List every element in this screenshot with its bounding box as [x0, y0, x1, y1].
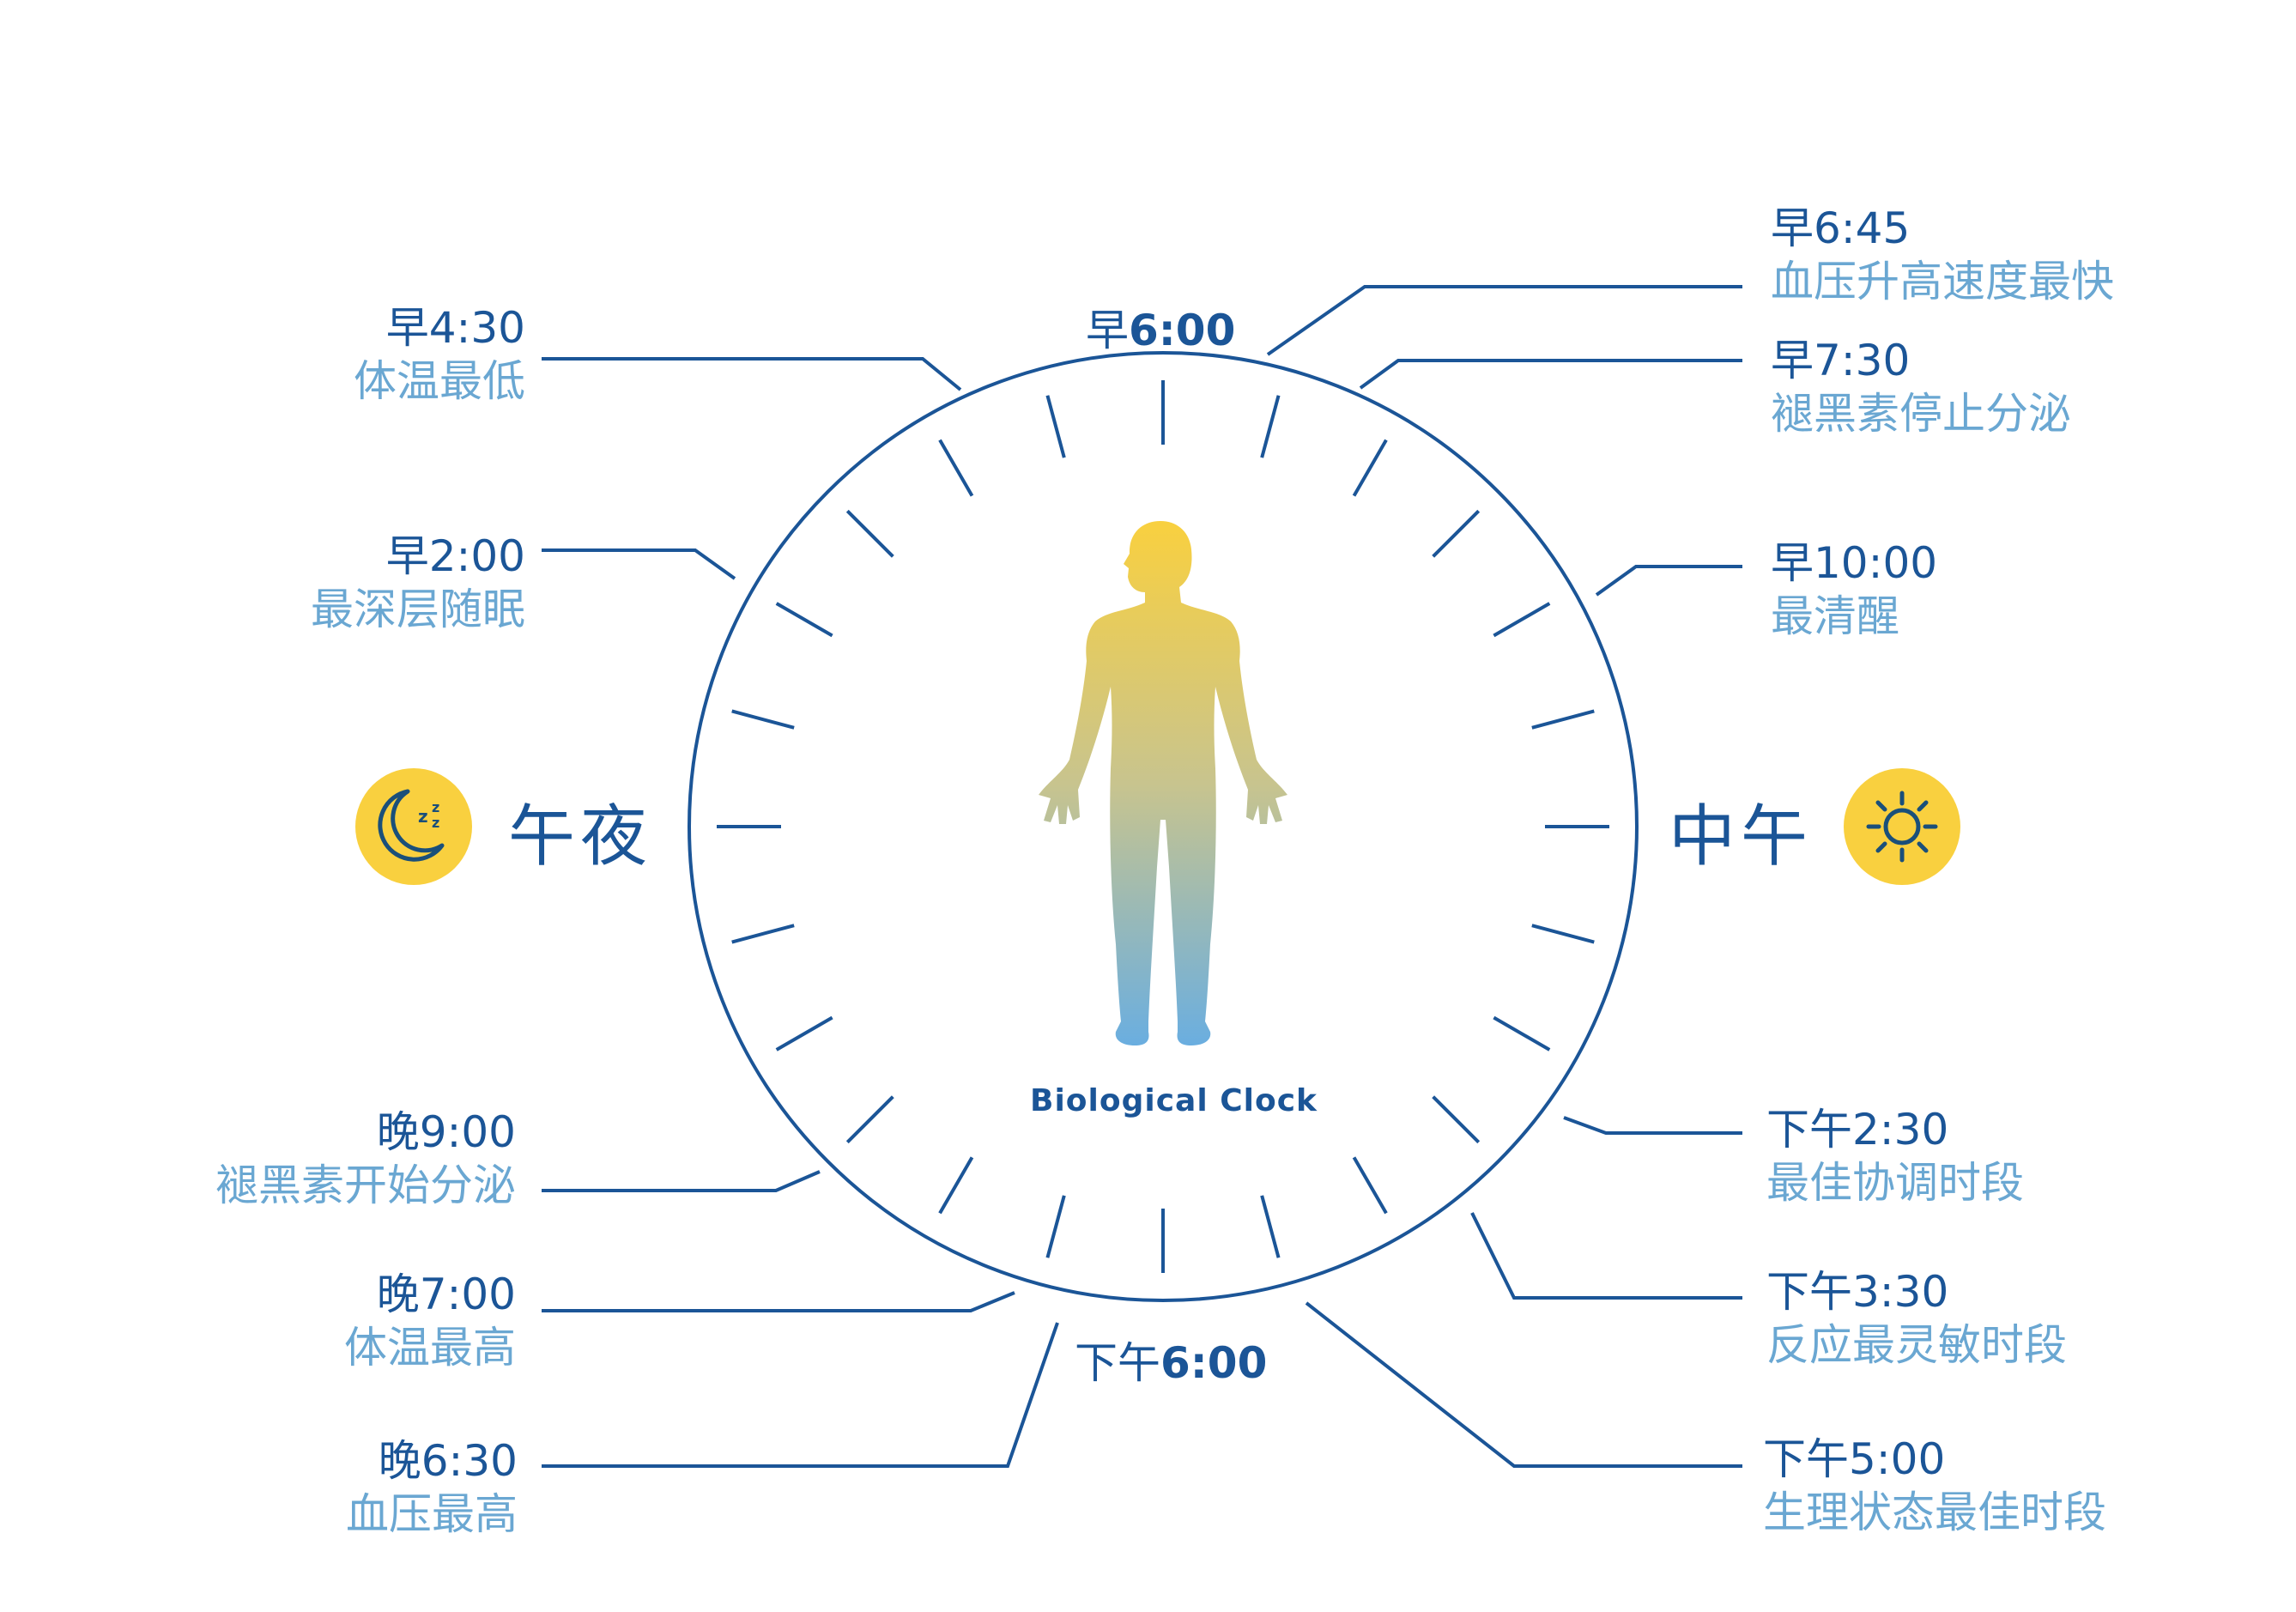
clock-tick	[1432, 509, 1481, 558]
event-right-3: 下午2:30 最佳协调时段	[1766, 1105, 2024, 1208]
moon-sleep-icon: z z z	[355, 768, 472, 885]
clock-tick	[775, 602, 833, 638]
event-time: 早2:00	[385, 531, 525, 581]
event-time: 晚9:00	[376, 1107, 516, 1157]
svg-text:z: z	[432, 815, 439, 831]
axis-bottom-prefix: 下午	[1075, 1338, 1160, 1388]
event-time: 早7:30	[1771, 336, 1911, 385]
clock-tick	[1531, 924, 1595, 944]
clock-tick	[1493, 1015, 1551, 1051]
event-time: 早6:45	[1771, 203, 1911, 253]
clock-tick	[938, 1156, 974, 1215]
event-time: 早10:00	[1771, 538, 1938, 588]
biological-clock-caption: Biological Clock	[1030, 1083, 1318, 1118]
clock-tick	[731, 709, 795, 730]
event-left-0: 早4:30 体温最低	[354, 303, 525, 406]
event-desc: 体温最高	[344, 1322, 516, 1373]
clock-ticks	[717, 380, 1609, 1273]
axis-bottom-time: 6:00	[1160, 1338, 1268, 1388]
event-time: 晚6:30	[378, 1436, 518, 1486]
event-desc: 褪黑素停止分泌	[1771, 388, 2071, 439]
event-time: 下午5:00	[1763, 1434, 1946, 1484]
clock-tick	[938, 439, 974, 497]
event-desc: 最深层随眠	[311, 584, 525, 634]
event-right-1: 早7:30 褪黑素停止分泌	[1771, 336, 2071, 439]
midnight-label: 午夜	[508, 798, 653, 876]
clock-tick	[731, 924, 795, 944]
clock-tick	[845, 1095, 894, 1144]
clock-circle	[688, 351, 1639, 1302]
event-left-2: 晚9:00 褪黑素开始分泌	[215, 1107, 516, 1210]
noon-label: 中午	[1669, 798, 1814, 876]
axis-top-label: 早6:00	[1086, 296, 1235, 358]
event-time: 下午3:30	[1766, 1267, 1949, 1317]
clock-tick	[775, 1015, 833, 1051]
axis-top-time: 6:00	[1129, 306, 1236, 355]
event-right-4: 下午3:30 反应最灵敏时段	[1766, 1267, 2067, 1370]
event-right-2: 早10:00 最清醒	[1771, 538, 1938, 641]
event-left-1: 早2:00 最深层随眠	[311, 531, 525, 634]
svg-text:z: z	[432, 799, 439, 815]
leader-lines	[542, 285, 1742, 1468]
human-body-silhouette	[1039, 521, 1287, 1045]
event-desc: 血压升高速度最快	[1771, 256, 2114, 306]
clock-tick	[1045, 395, 1066, 458]
event-desc: 褪黑素开始分泌	[215, 1160, 516, 1210]
clock-tick	[1493, 602, 1551, 638]
event-desc: 最佳协调时段	[1766, 1157, 2024, 1208]
axis-bottom-label: 下午6:00	[1075, 1329, 1267, 1391]
sun-icon	[1844, 768, 1960, 885]
event-left-4: 晚6:30 血压最高	[346, 1436, 518, 1539]
event-right-0: 早6:45 血压升高速度最快	[1771, 203, 2114, 306]
event-desc: 最清醒	[1771, 591, 1899, 641]
clock-tick	[1531, 709, 1595, 730]
event-right-5: 下午5:00 生理状态最佳时段	[1763, 1434, 2106, 1537]
event-desc: 体温最低	[354, 355, 525, 406]
event-desc: 血压最高	[346, 1488, 518, 1539]
clock-tick	[1260, 395, 1281, 458]
axis-top-prefix: 早	[1086, 306, 1129, 355]
event-time: 晚7:00	[376, 1270, 516, 1319]
event-desc: 反应最灵敏时段	[1766, 1319, 2067, 1370]
clock-tick	[1352, 439, 1388, 497]
clock-tick	[1432, 1095, 1481, 1144]
event-left-3: 晚7:00 体温最高	[344, 1270, 516, 1373]
event-time: 早4:30	[385, 303, 525, 353]
clock-tick	[1352, 1156, 1388, 1215]
event-time: 下午2:30	[1766, 1105, 1949, 1154]
clock-tick	[1045, 1195, 1066, 1258]
clock-tick	[845, 509, 894, 558]
event-desc: 生理状态最佳时段	[1763, 1487, 2106, 1537]
clock-tick	[1260, 1195, 1281, 1258]
svg-text:z: z	[418, 806, 428, 827]
